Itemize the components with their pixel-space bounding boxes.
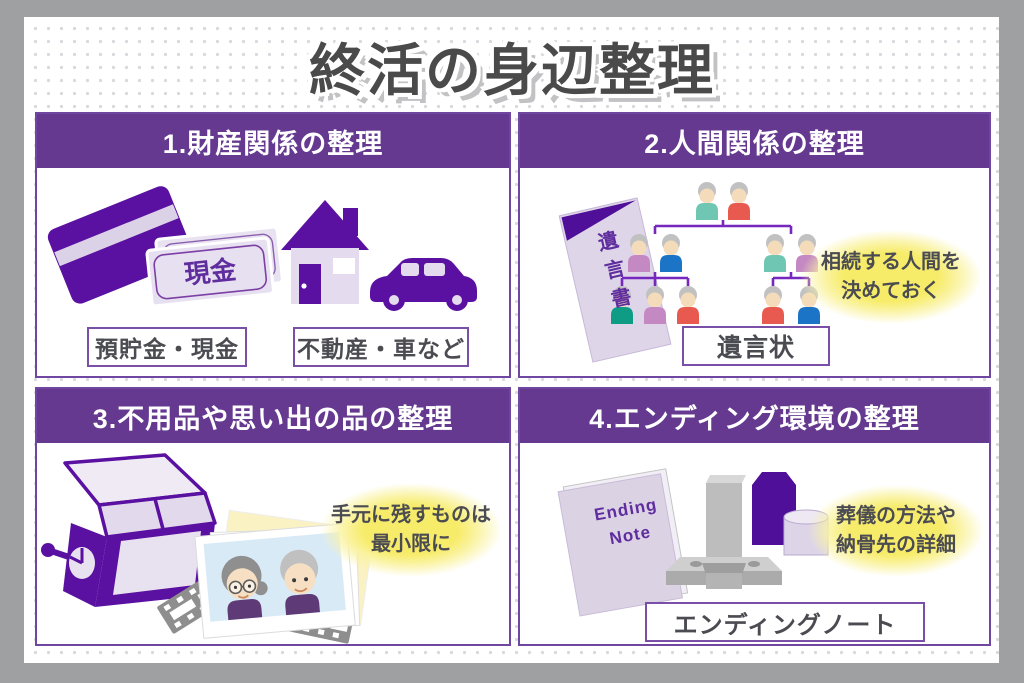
panel-relationships-content: 遺言書 相続する人間を 決めておく 遺言状: [520, 170, 989, 376]
assets-illustration: 現金: [47, 186, 477, 311]
panel-ending-content: Ending Note 葬儀の方法や 納骨先の詳細 エンディングノート: [520, 445, 989, 644]
panel-assets-heading: 1.財産関係の整理: [37, 114, 509, 168]
bubble-line: 葬儀の方法や: [836, 505, 956, 527]
bubble-line: 手元に残すものは: [331, 504, 491, 526]
panel-ending-heading: 4.エンディング環境の整理: [520, 389, 989, 443]
panel-ending: 4.エンディング環境の整理: [518, 387, 991, 646]
credit-card-icon: [47, 186, 193, 304]
cash-text: 現金: [183, 254, 239, 289]
house-icon: [281, 200, 369, 304]
bubble-line: 相続する人間を: [821, 251, 961, 273]
panel-relationships-heading: 2.人間関係の整理: [520, 114, 989, 168]
family-tree-lines: [620, 220, 811, 286]
ending-illustration: [557, 468, 829, 617]
inheritance-note-bubble: 相続する人間を 決めておく: [800, 230, 982, 324]
panel-assets: 1.財産関係の整理 現金: [35, 112, 511, 378]
panel-belongings-content: 手元に残すものは 最小限に: [37, 445, 509, 644]
panel-belongings-heading: 3.不用品や思い出の品の整理: [37, 389, 509, 443]
page-title: 終活の身辺整理: [309, 39, 715, 102]
label-will: 遺言状: [682, 326, 830, 366]
label-ending-note: エンディングノート: [645, 602, 925, 642]
bubble-line: 納骨先の詳細: [836, 534, 956, 556]
belongings-illustration: [41, 453, 375, 644]
funeral-details-bubble: 葬儀の方法や 納骨先の詳細: [808, 485, 984, 577]
photos-icon: [194, 509, 375, 639]
panel-belongings: 3.不用品や思い出の品の整理: [35, 387, 511, 646]
cash-icon: 現金: [145, 225, 284, 308]
panel-assets-content: 現金: [37, 170, 509, 376]
keepsake-box-icon: [41, 453, 217, 607]
label-realestate-car: 不動産・車など: [293, 327, 469, 367]
bubble-line: 決めておく: [841, 280, 941, 302]
panel-relationships: 2.人間関係の整理: [518, 112, 991, 378]
car-icon: [370, 258, 477, 311]
grave-icon: [666, 475, 782, 589]
label-savings-cash: 預貯金・現金: [87, 327, 247, 367]
bubble-line: 最小限に: [371, 533, 451, 555]
keep-minimum-bubble: 手元に残すものは 最小限に: [320, 483, 502, 577]
ending-note-icon: [557, 468, 689, 617]
